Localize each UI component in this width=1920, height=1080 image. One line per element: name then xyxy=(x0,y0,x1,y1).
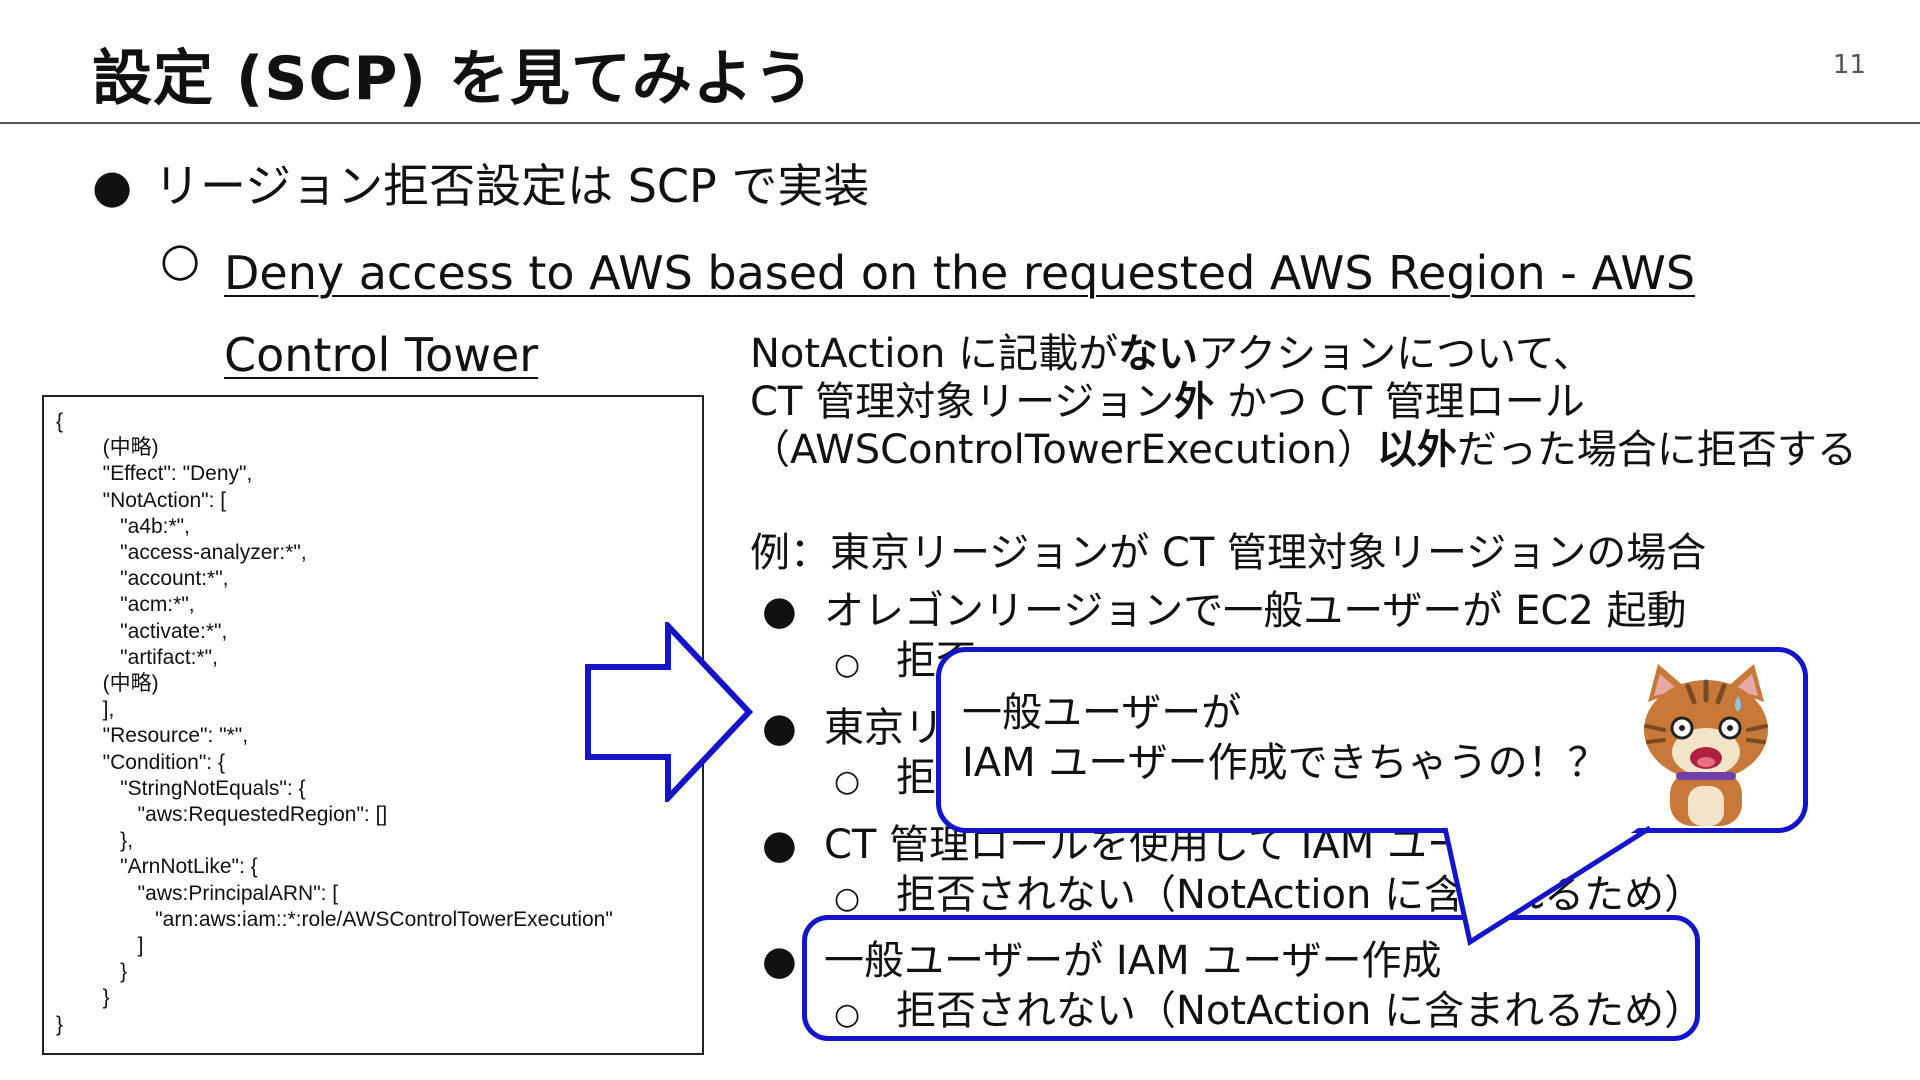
doc-link[interactable]: Deny access to AWS based on the requeste… xyxy=(224,246,1696,382)
speech-bubble-tail xyxy=(1442,820,1652,947)
description-line-1: NotAction に記載がないアクションについて、 xyxy=(750,331,1593,377)
bullet-ring: ○ xyxy=(160,232,201,286)
slide-title: 設定 (SCP) を見てみよう xyxy=(92,44,815,114)
example-item: ●一般ユーザーが IAM ユーザー作成 xyxy=(762,938,1442,984)
policy-description: NotAction に記載がないアクションについて、 CT 管理対象リージョン外… xyxy=(750,330,1857,474)
right-arrow-icon xyxy=(585,622,754,802)
example-subitem: ○拒 xyxy=(834,755,936,801)
bullet-region-deny: ● リージョン拒否設定は SCP で実装 xyxy=(92,150,869,216)
title-divider xyxy=(0,122,1920,124)
scp-code-box: { (中略) "Effect": "Deny", "NotAction": [ … xyxy=(42,395,704,1055)
description-line-2: CT 管理対象リージョン外 かつ CT 管理ロール xyxy=(750,379,1585,425)
example-item: ●東京リ xyxy=(762,705,944,751)
example-heading: 例：東京リージョンが CT 管理対象リージョンの場合 xyxy=(750,530,1707,576)
surprised-cat-icon xyxy=(1644,664,1768,826)
example-item: ●オレゴンリージョンで一般ユーザーが EC2 起動 xyxy=(762,588,1687,634)
description-line-3: （AWSControlTowerExecution）以外だった場合に拒否する xyxy=(750,427,1857,473)
example-subitem: ○拒否されない（NotAction に含まれるため） xyxy=(834,988,1705,1034)
highlight-box xyxy=(802,915,1700,1041)
bullet-dot: ● xyxy=(92,159,133,213)
page-number: 11 xyxy=(1832,50,1866,80)
bullet-text: リージョン拒否設定は SCP で実装 xyxy=(154,159,870,213)
speech-bubble-text: 一般ユーザーが IAM ユーザー作成できちゃうの！？ xyxy=(962,690,1608,786)
